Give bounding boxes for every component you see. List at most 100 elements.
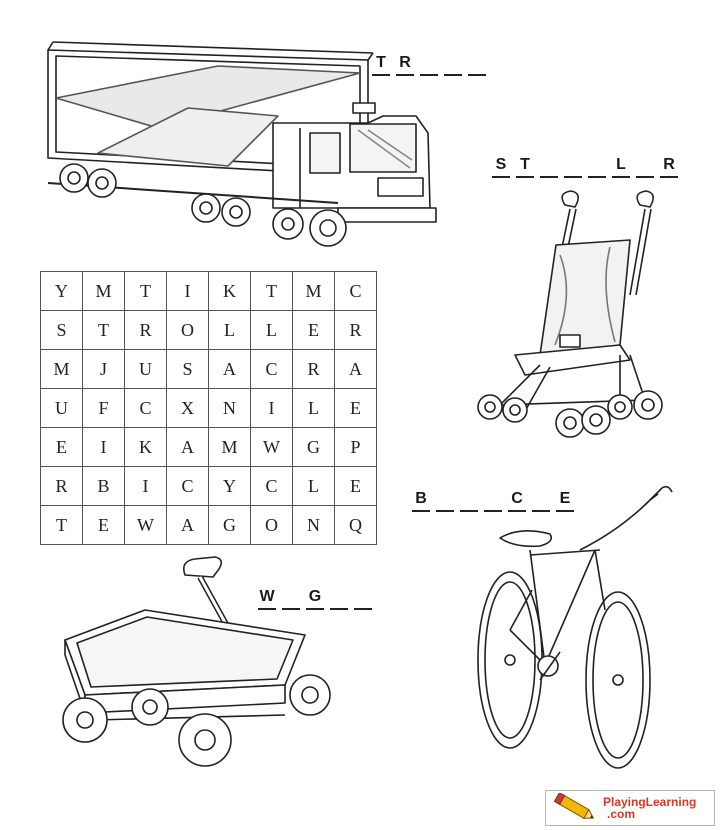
truck-illustration [47,41,437,247]
grid-cell: Q [334,505,377,545]
bicycle-hint-letter [532,490,550,512]
grid-cell: C [166,466,209,506]
grid-cell: C [250,466,293,506]
stroller-hint-letter: S [492,156,510,178]
grid-cell: W [250,427,293,467]
grid-cell: M [292,271,335,311]
grid-cell: U [124,349,167,389]
stroller-hint-letter [564,156,582,178]
pencil-icon [553,793,595,820]
grid-cell: O [250,505,293,545]
wagon-illustration [62,556,331,767]
grid-cell: F [82,388,125,428]
truck-hint-letter: T [372,54,390,76]
truck-hint-letter [420,54,438,76]
grid-cell: N [208,388,251,428]
grid-cell: K [124,427,167,467]
grid-cell: R [40,466,83,506]
stroller-hint-letter [588,156,606,178]
grid-cell: X [166,388,209,428]
grid-cell: A [166,505,209,545]
wagon-hint-letter [282,588,300,610]
grid-cell: L [208,310,251,350]
grid-cell: W [124,505,167,545]
grid-cell: T [124,271,167,311]
playinglearning-logo: PlayingLearning .com [545,790,715,826]
grid-cell: I [82,427,125,467]
grid-cell: L [292,466,335,506]
grid-cell: G [208,505,251,545]
truck-hint: T R [372,54,486,76]
truck-hint-letter [468,54,486,76]
grid-cell: I [166,271,209,311]
grid-cell: Y [40,271,83,311]
grid-cell: J [82,349,125,389]
grid-cell: U [40,388,83,428]
wagon-hint-letter [330,588,348,610]
grid-cell: C [334,271,377,311]
grid-cell: E [334,466,377,506]
grid-cell: L [292,388,335,428]
bicycle-hint-letter [484,490,502,512]
grid-cell: M [82,271,125,311]
grid-cell: E [40,427,83,467]
grid-cell: A [166,427,209,467]
grid-cell: B [82,466,125,506]
logo-text: PlayingLearning .com [603,796,696,820]
bicycle-hint-letter [460,490,478,512]
grid-cell: Y [208,466,251,506]
wagon-hint-letter: W [258,588,276,610]
grid-cell: M [40,349,83,389]
grid-cell: S [166,349,209,389]
grid-cell: T [250,271,293,311]
logo-line2: .com [607,807,636,821]
grid-cell: T [82,310,125,350]
grid-cell: I [250,388,293,428]
bicycle-illustration [477,485,673,769]
stroller-illustration [477,190,663,438]
grid-cell: N [292,505,335,545]
truck-hint-letter [444,54,462,76]
stroller-hint-letter: L [612,156,630,178]
grid-cell: E [82,505,125,545]
grid-cell: S [40,310,83,350]
wagon-hint: W G [258,588,372,610]
grid-cell: R [292,349,335,389]
stroller-hint: S T L R [492,156,678,178]
grid-cell: O [166,310,209,350]
bicycle-hint: B C E [412,490,574,512]
grid-cell: K [208,271,251,311]
grid-cell: A [208,349,251,389]
grid-cell: E [334,388,377,428]
grid-cell: C [124,388,167,428]
bicycle-hint-letter: C [508,490,526,512]
bicycle-hint-letter: B [412,490,430,512]
grid-cell: R [334,310,377,350]
wagon-hint-letter: G [306,588,324,610]
bicycle-hint-letter: E [556,490,574,512]
grid-cell: T [40,505,83,545]
logo-line1: PlayingLearning [603,795,697,809]
stroller-hint-letter [540,156,558,178]
stroller-hint-letter: T [516,156,534,178]
grid-cell: M [208,427,251,467]
grid-cell: E [292,310,335,350]
grid-cell: G [292,427,335,467]
grid-cell: C [250,349,293,389]
wagon-hint-letter [354,588,372,610]
stroller-hint-letter [636,156,654,178]
grid-cell: L [250,310,293,350]
stroller-hint-letter: R [660,156,678,178]
grid-cell: P [334,427,377,467]
bicycle-hint-letter [436,490,454,512]
grid-cell: A [334,349,377,389]
grid-cell: I [124,466,167,506]
truck-hint-letter: R [396,54,414,76]
